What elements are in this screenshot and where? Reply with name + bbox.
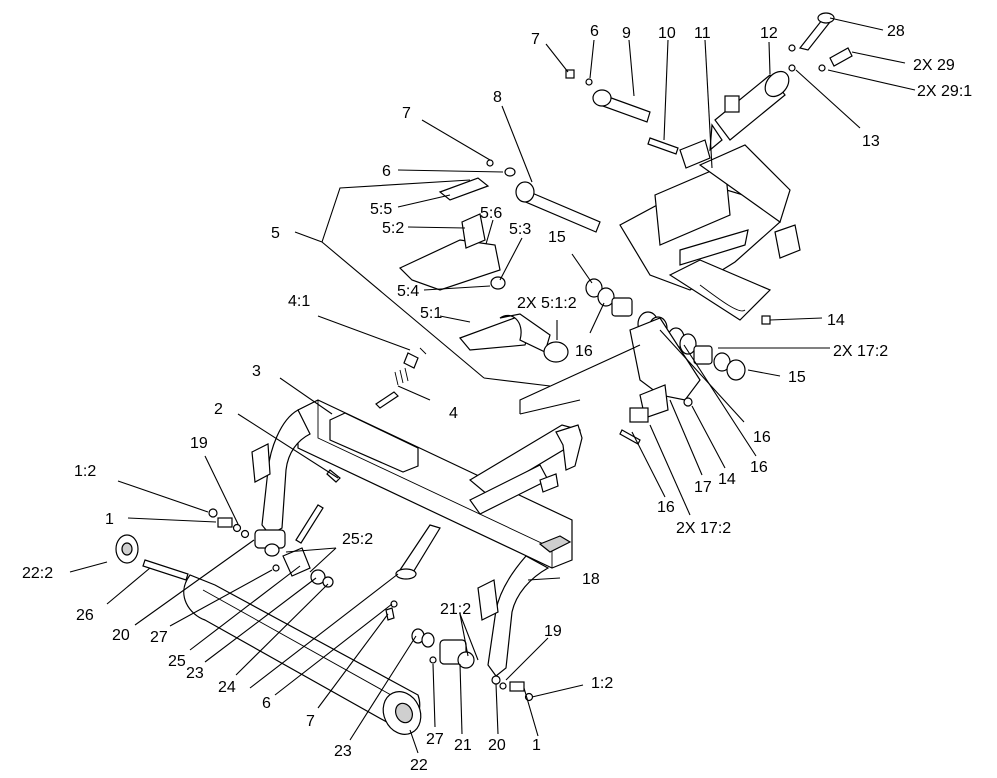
label-16-a: 16 xyxy=(575,343,593,360)
label-20-left: 20 xyxy=(112,627,130,644)
label-29-1: 2X 29:1 xyxy=(917,83,972,100)
label-6-top: 6 xyxy=(590,23,599,40)
label-1-2-right: 1:2 xyxy=(591,675,613,692)
cylinder-mount xyxy=(565,12,853,325)
label-5: 5 xyxy=(271,225,280,242)
label-29: 2X 29 xyxy=(913,57,955,74)
label-21: 21 xyxy=(454,737,472,754)
label-8: 8 xyxy=(493,89,502,106)
latch-parts xyxy=(375,347,427,409)
left-hardware xyxy=(208,469,341,588)
label-27-left: 27 xyxy=(150,629,168,646)
label-5-1: 5:1 xyxy=(420,305,442,322)
label-7-bottom: 7 xyxy=(306,713,315,730)
label-9: 9 xyxy=(622,25,631,42)
label-26: 26 xyxy=(76,607,94,624)
mechanism-drawing xyxy=(115,12,853,735)
label-23-left: 23 xyxy=(186,665,204,682)
label-4: 4 xyxy=(449,405,458,422)
label-27-right: 27 xyxy=(426,731,444,748)
label-24: 24 xyxy=(218,679,236,696)
label-17-2-bottom: 2X 17:2 xyxy=(676,520,731,537)
label-5-2: 5:2 xyxy=(382,220,404,237)
label-1-left: 1 xyxy=(105,511,114,528)
label-25: 25 xyxy=(168,653,186,670)
label-6-mid: 6 xyxy=(382,163,391,180)
label-5-3: 5:3 xyxy=(509,221,531,238)
label-7-mid: 7 xyxy=(402,105,411,122)
pivot-arm-assembly xyxy=(398,159,746,445)
label-28: 28 xyxy=(887,23,905,40)
label-15-right: 15 xyxy=(788,369,806,386)
label-17-2-top: 2X 17:2 xyxy=(833,343,888,360)
label-4-1: 4:1 xyxy=(288,293,310,310)
label-18: 18 xyxy=(582,571,600,588)
label-13: 13 xyxy=(862,133,880,150)
label-5-5: 5:5 xyxy=(370,201,392,218)
label-16-c: 16 xyxy=(750,459,768,476)
label-12: 12 xyxy=(760,25,778,42)
main-frame xyxy=(251,399,583,677)
label-20-right: 20 xyxy=(488,737,506,754)
right-hardware xyxy=(385,524,534,702)
label-19-right: 19 xyxy=(544,623,562,640)
label-14-top: 14 xyxy=(827,312,845,329)
label-19-left: 19 xyxy=(190,435,208,452)
label-21-2: 21:2 xyxy=(440,601,471,618)
leader-lines xyxy=(69,17,916,754)
label-5-4: 5:4 xyxy=(397,283,419,300)
label-22-2: 22:2 xyxy=(22,565,53,582)
label-2: 2 xyxy=(214,401,223,418)
label-17: 17 xyxy=(694,479,712,496)
label-3: 3 xyxy=(252,363,261,380)
label-5-6: 5:6 xyxy=(480,205,502,222)
label-7-top: 7 xyxy=(531,31,540,48)
callout-labels: 28 2X 29 2X 29:1 12 11 10 9 6 7 8 7 6 13… xyxy=(22,23,972,774)
label-16-b: 16 xyxy=(753,429,771,446)
label-5-1-2: 2X 5:1:2 xyxy=(517,295,577,312)
label-22: 22 xyxy=(410,757,428,774)
label-11: 11 xyxy=(694,25,711,42)
label-1-2-left: 1:2 xyxy=(74,463,96,480)
label-16-d: 16 xyxy=(657,499,675,516)
roller xyxy=(115,534,422,735)
label-25-2: 25:2 xyxy=(342,531,373,548)
label-1-right: 1 xyxy=(532,737,541,754)
label-23-right: 23 xyxy=(334,743,352,760)
label-10: 10 xyxy=(658,25,676,42)
label-15-top: 15 xyxy=(548,229,566,246)
label-14-mid: 14 xyxy=(718,471,736,488)
label-6-bottom: 6 xyxy=(262,695,271,712)
